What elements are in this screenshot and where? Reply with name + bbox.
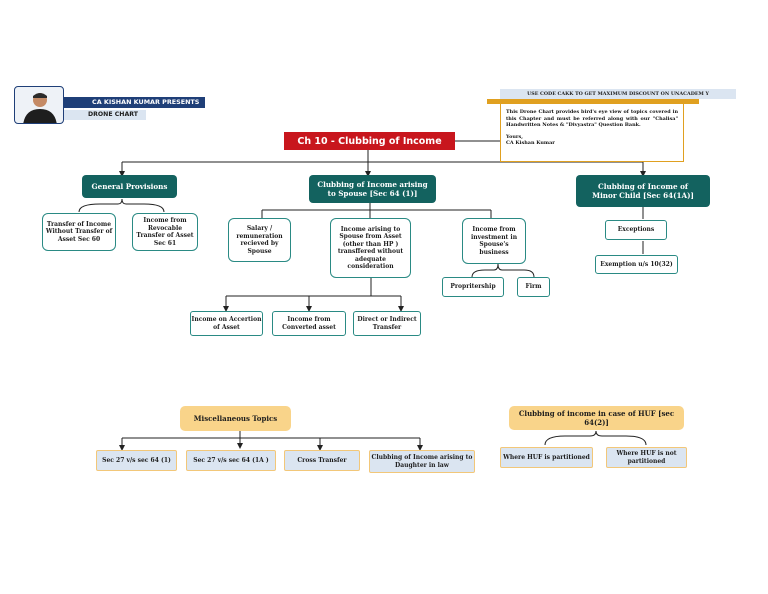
cross-transfer-node: Cross Transfer <box>284 450 360 471</box>
note-signature: CA Kishan Kumar <box>506 140 555 147</box>
spouse-business-node: Income from investment in Spouse's busin… <box>462 218 526 264</box>
daughter-in-law-node: Clubbing of Income arising to Daughter i… <box>369 450 475 473</box>
accretion-node: Income on Accertion of Asset <box>190 311 263 336</box>
misc-topics-node: Miscellaneous Topics <box>180 406 291 431</box>
general-provisions-node: General Provisions <box>82 175 177 198</box>
huf-clubbing-node: Clubbing of income in case of HUF [sec 6… <box>509 406 684 430</box>
sec27-vs-64-1a-node: Sec 27 v/s sec 64 (1A ) <box>186 450 276 471</box>
asset-transfer-node: Income arising to Spouse from Asset (oth… <box>330 218 411 278</box>
note-box: This Drone Chart provides bird's eye vie… <box>500 104 684 162</box>
exceptions-node: Exceptions <box>605 220 667 240</box>
direct-indirect-node: Direct or Indirect Transfer <box>353 311 421 336</box>
note-sign-off: Yours, <box>506 133 523 140</box>
exemption-node: Exemption u/s 10(32) <box>595 255 678 274</box>
huf-not-partitioned-node: Where HUF is not partitioned <box>606 447 687 468</box>
proprietorship-node: Propritership <box>442 277 504 297</box>
converted-asset-node: Income from Converted asset <box>272 311 346 336</box>
minor-child-node: Clubbing of Income of Minor Child [Sec 6… <box>576 175 710 207</box>
huf-partitioned-node: Where HUF is partitioned <box>500 447 593 468</box>
promo-code-banner: USE CODE CAKK TO GET MAXIMUM DISCOUNT ON… <box>500 89 736 99</box>
salary-node: Salary / remuneration recieved by Spouse <box>228 218 291 262</box>
spouse-clubbing-node: Clubbing of Income arising to Spouse [Se… <box>309 175 436 203</box>
firm-node: Firm <box>517 277 550 297</box>
chart-type-label: DRONE CHART <box>64 110 146 120</box>
presenter-banner: CA KISHAN KUMAR PRESENTS <box>64 97 205 108</box>
gold-accent-bar <box>487 99 699 104</box>
presenter-avatar <box>14 86 64 124</box>
sec-60-node: Transfer of Income Without Transfer of A… <box>42 213 116 251</box>
sec27-vs-64-1-node: Sec 27 v/s sec 64 (1) <box>96 450 177 471</box>
note-text: This Drone Chart provides bird's eye vie… <box>506 109 678 129</box>
sec-61-node: Income from Revocable Transfer of Asset … <box>132 213 198 251</box>
chapter-title: Ch 10 - Clubbing of Income <box>284 132 455 150</box>
